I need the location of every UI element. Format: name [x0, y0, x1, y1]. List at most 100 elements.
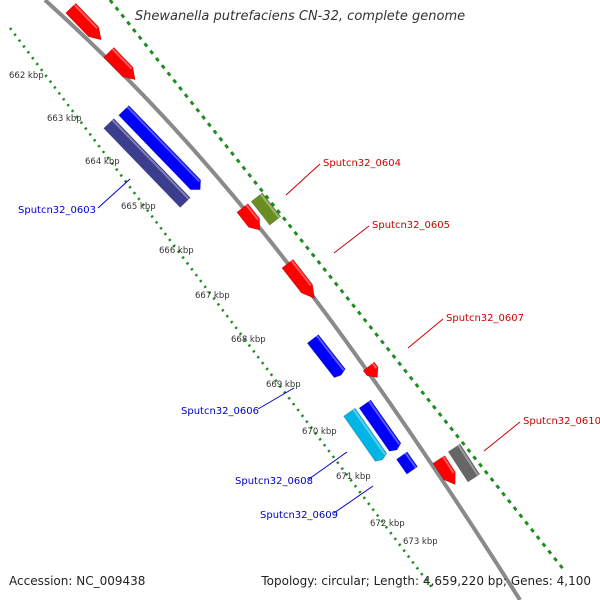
tick-mark: [206, 122, 212, 128]
tick-mark: [402, 549, 406, 553]
tick-mark: [115, 167, 119, 172]
gene-arrow[interactable]: [250, 192, 282, 226]
tick-mark: [287, 396, 291, 400]
gene-arrow[interactable]: [103, 47, 140, 84]
tick-mark: [57, 91, 61, 96]
tick-mark: [322, 267, 328, 273]
gene-g8[interactable]: [362, 361, 383, 382]
gene-highlight: [126, 106, 200, 183]
gene-arrow[interactable]: [306, 334, 346, 380]
tick-mark: [333, 281, 339, 287]
callout-leader-line: [285, 163, 321, 196]
gene-g2[interactable]: [118, 105, 205, 195]
gene-arrow[interactable]: [396, 451, 418, 475]
gene-g6[interactable]: [281, 258, 320, 302]
tick-mark: [258, 187, 264, 193]
gene-g5[interactable]: [236, 203, 265, 235]
tick-mark: [207, 291, 212, 295]
gene-arrow[interactable]: [432, 455, 461, 489]
tick-mark: [221, 308, 225, 312]
gene-arrow[interactable]: [65, 2, 107, 44]
tick-mark: [403, 368, 408, 374]
gene-g4[interactable]: [250, 192, 282, 226]
callout-leader-line: [333, 225, 370, 254]
tick-mark: [168, 238, 172, 242]
tick-mark: [309, 425, 313, 430]
tick-mark: [141, 203, 145, 207]
tick-mark: [160, 64, 166, 70]
tick-mark: [276, 209, 281, 215]
gene-arrow[interactable]: [358, 399, 403, 454]
tick-mark: [189, 100, 195, 106]
tick-mark: [408, 375, 414, 381]
tick-mark: [380, 519, 384, 524]
gene-highlight: [442, 456, 455, 474]
tick-mark: [224, 143, 230, 149]
tick-mark: [397, 361, 403, 367]
gene-g13[interactable]: [447, 443, 481, 483]
tick-mark: [195, 107, 201, 113]
tick-mark: [454, 433, 460, 439]
tick-mark: [178, 85, 183, 91]
outer-tick-track: [108, 0, 564, 570]
gene-highlight: [404, 452, 417, 469]
tick-mark: [281, 216, 287, 222]
tick-mark: [172, 78, 178, 84]
tick-mark: [362, 496, 367, 500]
gene-arrow[interactable]: [362, 361, 383, 382]
tick-mark: [424, 578, 428, 582]
tick-mark: [75, 115, 79, 119]
gene-label-g8[interactable]: Sputcn32_0607: [446, 313, 524, 324]
gene-g11[interactable]: [396, 451, 418, 475]
tick-mark: [414, 382, 420, 388]
tick-mark: [415, 566, 420, 570]
tick-mark: [149, 49, 155, 55]
kbp-label: 670 kbp: [302, 427, 337, 437]
genome-stats: Topology: circular; Length: 4,659,220 bp…: [261, 574, 591, 588]
gene-arrow[interactable]: [236, 203, 265, 235]
gene-arrow[interactable]: [343, 407, 389, 464]
gene-label-g6[interactable]: Sputcn32_0605: [372, 220, 450, 231]
gene-highlight: [368, 400, 401, 445]
tick-mark: [131, 28, 137, 34]
tick-mark: [265, 367, 269, 371]
gene-g0[interactable]: [65, 2, 107, 44]
tick-mark: [225, 314, 229, 318]
tick-mark: [270, 201, 276, 207]
tick-mark: [322, 443, 327, 447]
tick-mark: [274, 379, 278, 383]
gene-g10[interactable]: [343, 407, 389, 464]
gene-label-g10[interactable]: Sputcn32_0608: [235, 476, 313, 487]
kbp-label: 668 kbp: [231, 335, 266, 345]
tick-mark: [358, 490, 362, 494]
gene-g3[interactable]: [103, 118, 191, 208]
gene-arrow[interactable]: [447, 443, 481, 483]
gene-arrow[interactable]: [281, 258, 320, 302]
tick-mark: [299, 238, 305, 244]
gene-label-g4[interactable]: Sputcn32_0604: [323, 158, 401, 169]
gene-g1[interactable]: [103, 47, 140, 84]
gene-label-g13[interactable]: Sputcn32_0610: [523, 416, 600, 427]
callout-leader-line: [407, 318, 444, 349]
kbp-label: 664 kbp: [85, 157, 120, 167]
gene-g12[interactable]: [432, 455, 461, 489]
gene-arrow[interactable]: [103, 118, 191, 208]
gene-label-g11[interactable]: Sputcn32_0609: [260, 510, 338, 521]
tick-mark: [406, 554, 411, 559]
tick-mark: [495, 484, 501, 490]
gene-g7[interactable]: [306, 334, 346, 380]
gene-arrow[interactable]: [118, 105, 205, 195]
tick-mark: [243, 337, 247, 342]
callout-leader-line: [333, 485, 374, 514]
tick-mark: [247, 172, 253, 178]
tick-mark: [318, 437, 322, 441]
tick-mark: [489, 477, 495, 483]
gene-label-g3[interactable]: Sputcn32_0603: [18, 205, 96, 216]
tick-mark: [31, 56, 35, 60]
gene-g9[interactable]: [358, 399, 403, 454]
tick-mark: [379, 339, 385, 345]
gene-label-g7[interactable]: Sputcn32_0606: [181, 406, 259, 417]
inner-tick-track: [8, 27, 433, 588]
tick-mark: [529, 527, 535, 533]
